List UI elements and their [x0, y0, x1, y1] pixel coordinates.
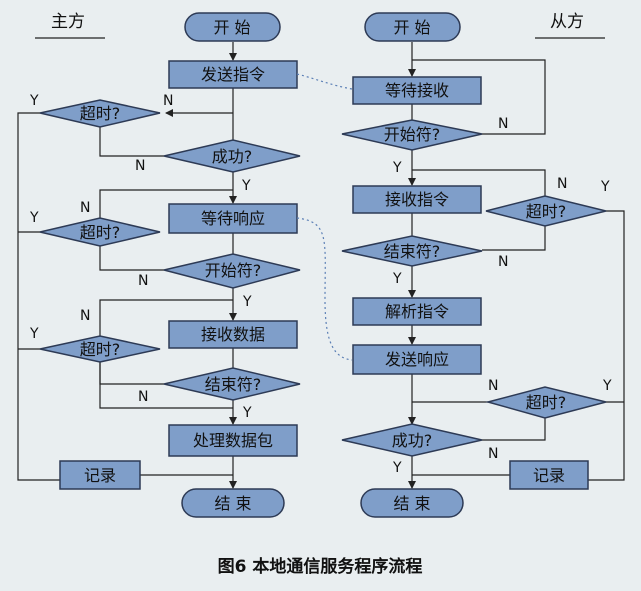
svg-text:结束符?: 结束符? [384, 242, 441, 261]
slave-wait-recv: 等待接收 [352, 76, 482, 105]
svg-text:开始符?: 开始符? [384, 125, 441, 144]
svg-text:N: N [488, 446, 498, 462]
slave-record: 记录 [509, 460, 589, 490]
svg-text:开 始: 开 始 [393, 18, 430, 37]
svg-text:Y: Y [392, 460, 402, 476]
svg-text:Y: Y [29, 210, 39, 226]
master-yn-labels: Y N N Y Y N N Y Y N N Y [29, 93, 252, 421]
svg-text:N: N [163, 93, 173, 109]
svg-text:Y: Y [600, 179, 610, 195]
svg-text:记录: 记录 [533, 466, 565, 485]
svg-text:Y: Y [242, 405, 252, 421]
svg-text:开 始: 开 始 [213, 18, 250, 37]
cross-links [296, 73, 353, 361]
svg-text:Y: Y [602, 378, 612, 394]
slave-timeout1: 超时? [485, 195, 607, 227]
svg-text:超时?: 超时? [80, 223, 121, 242]
svg-text:Y: Y [241, 178, 251, 194]
svg-text:N: N [557, 176, 567, 192]
figure-caption: 图6 本地通信服务程序流程 [218, 556, 423, 577]
master-record: 记录 [59, 460, 141, 490]
svg-text:Y: Y [392, 160, 402, 176]
svg-text:发送响应: 发送响应 [385, 350, 449, 369]
svg-text:解析指令: 解析指令 [385, 302, 449, 321]
svg-text:N: N [488, 378, 498, 394]
svg-text:开始符?: 开始符? [205, 261, 262, 280]
svg-text:N: N [135, 158, 145, 174]
svg-text:N: N [80, 200, 90, 216]
slave-success: 成功? [341, 423, 483, 457]
svg-text:超时?: 超时? [526, 393, 567, 412]
svg-text:N: N [498, 116, 508, 132]
master-end: 结 束 [181, 488, 285, 518]
svg-text:结束符?: 结束符? [205, 375, 262, 394]
svg-text:结 束: 结 束 [393, 494, 430, 513]
svg-text:超时?: 超时? [526, 202, 567, 221]
svg-text:Y: Y [242, 294, 252, 310]
slave-end: 结 束 [360, 488, 464, 518]
master-send-cmd: 发送指令 [168, 60, 298, 89]
slave-start: 开 始 [364, 12, 461, 42]
svg-text:处理数据包: 处理数据包 [193, 431, 273, 450]
master-connectors [17, 42, 237, 489]
svg-text:N: N [498, 254, 508, 270]
left-title: 主方 [51, 12, 85, 32]
svg-text:等待响应: 等待响应 [201, 209, 265, 228]
master-timeout3: 超时? [39, 335, 161, 363]
svg-text:超时?: 超时? [80, 340, 121, 359]
svg-text:成功?: 成功? [212, 147, 253, 166]
slave-end-char: 结束符? [341, 235, 483, 267]
master-end-char: 结束符? [163, 367, 301, 401]
right-title: 从方 [550, 12, 584, 32]
svg-text:N: N [80, 308, 90, 324]
master-success: 成功? [163, 139, 301, 173]
slave-parse: 解析指令 [352, 297, 482, 326]
slave-start-char: 开始符? [341, 119, 483, 151]
master-timeout2: 超时? [39, 217, 161, 247]
svg-text:接收数据: 接收数据 [201, 325, 265, 344]
svg-text:Y: Y [29, 326, 39, 342]
svg-text:N: N [138, 389, 148, 405]
svg-text:Y: Y [29, 93, 39, 109]
svg-text:成功?: 成功? [392, 431, 433, 450]
master-recv-data: 接收数据 [168, 320, 298, 349]
master-timeout1: 超时? [39, 99, 161, 128]
svg-text:发送指令: 发送指令 [201, 65, 265, 84]
slave-timeout2: 超时? [485, 386, 607, 419]
svg-text:等待接收: 等待接收 [385, 81, 449, 100]
svg-text:接收指令: 接收指令 [385, 190, 449, 209]
svg-text:N: N [138, 273, 148, 289]
master-start: 开 始 [184, 12, 281, 42]
slave-recv-cmd: 接收指令 [352, 185, 482, 214]
master-start-char: 开始符? [163, 253, 301, 289]
svg-text:Y: Y [392, 271, 402, 287]
master-wait-resp: 等待响应 [168, 203, 298, 234]
slave-send-resp: 发送响应 [352, 344, 482, 375]
slave-connectors [408, 42, 625, 489]
svg-text:记录: 记录 [84, 466, 116, 485]
slave-yn-labels: N Y N Y N Y N Y N Y [392, 116, 612, 476]
master-process: 处理数据包 [168, 424, 298, 457]
svg-text:超时?: 超时? [80, 104, 121, 123]
svg-text:结 束: 结 束 [214, 494, 251, 513]
